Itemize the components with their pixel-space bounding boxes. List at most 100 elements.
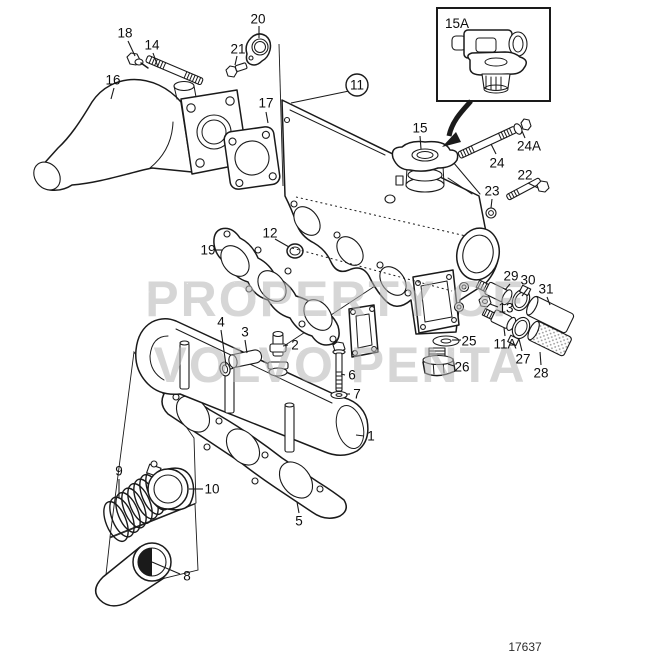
part-28-hose [527, 320, 572, 357]
watermark: PROPERTY OF VOLVO PENTA [145, 271, 527, 393]
callout-leader-29 [504, 283, 511, 291]
callout-leader-11A [503, 327, 506, 337]
callout-label-6: 6 [348, 368, 356, 383]
part-2-fitting [267, 330, 289, 377]
callout-leader-17 [265, 111, 269, 124]
callout-label-30: 30 [520, 273, 535, 288]
callout-label-23: 23 [484, 184, 499, 199]
callout-leader-24 [490, 143, 497, 155]
callout-leader-8 [151, 561, 181, 575]
part-11-exhaust-manifold-body [281, 99, 500, 335]
callout-leader-6 [340, 373, 346, 376]
part-26-plug [422, 347, 456, 377]
part-25-washer [432, 335, 460, 347]
part-29-nipple [475, 279, 513, 306]
callout-leader-1 [355, 434, 365, 437]
callout-leader-26 [447, 363, 455, 367]
callout-leader-21 [234, 55, 238, 66]
callout-label-31: 31 [538, 282, 553, 297]
callout-label-1: 1 [367, 429, 375, 444]
callout-label-27: 27 [515, 352, 530, 367]
part-27-hose-clamp [507, 316, 531, 347]
callout-label-11A: 11A [493, 337, 516, 352]
inset-label: 15A [445, 16, 469, 31]
part-4-ring [219, 361, 231, 377]
callout-leader-23 [490, 198, 493, 209]
part-10-hose [147, 467, 195, 511]
callout-leader-11 [290, 90, 350, 104]
callout-label-8: 8 [183, 569, 191, 584]
part-13-nut [478, 295, 492, 308]
callout-label-25: 25 [461, 334, 476, 349]
callout-label-9: 9 [115, 464, 123, 479]
part-31-hose [526, 295, 575, 334]
part-15-filler-neck [391, 140, 459, 193]
callout-leader-3 [244, 339, 248, 354]
figure-number: 17637 [508, 640, 542, 654]
part-24-stud [457, 126, 517, 159]
part-24A-nut-washer [513, 118, 532, 135]
inset-arrow [446, 99, 473, 137]
callout-leader-13 [489, 303, 499, 308]
callout-label-14: 14 [144, 38, 160, 53]
callout-label-4: 4 [217, 315, 225, 330]
inset-arrowhead [442, 132, 461, 147]
part-18-bolt [126, 52, 149, 69]
callout-label-24A: 24A [517, 139, 541, 154]
callout-label-24: 24 [489, 156, 505, 171]
callout-leader-4 [220, 329, 227, 366]
callout-leader-22 [527, 182, 539, 189]
watermark-line1: PROPERTY OF [145, 271, 524, 327]
part-8-tube [94, 542, 172, 607]
callout-label-10: 10 [204, 482, 219, 497]
callout-leader-18 [127, 40, 136, 57]
callout-label-20: 20 [250, 12, 265, 27]
alignment-dotted-line [295, 196, 467, 237]
callout-leader-28 [539, 351, 542, 366]
callout-leader-5 [296, 501, 300, 514]
callout-leader-12 [274, 238, 290, 248]
callout-leader-24A [521, 130, 526, 139]
part-12-seal-ring [286, 243, 304, 259]
callout-label-13: 13 [498, 301, 513, 316]
riser-flange [412, 269, 460, 334]
callout-leader-2 [282, 344, 289, 347]
callout-label-5: 5 [295, 514, 303, 529]
callout-label-17: 17 [258, 96, 273, 111]
callout-label-22: 22 [517, 168, 532, 183]
part-20-retainer-cover [245, 33, 272, 66]
callout-label-3: 3 [241, 325, 249, 340]
callout-label-16: 16 [105, 73, 120, 88]
part-21-bolt [225, 62, 248, 78]
callout-circle-11 [345, 73, 369, 97]
callout-leader-14 [152, 52, 159, 68]
callout-label-28: 28 [533, 366, 548, 381]
inset-box-15A [436, 7, 551, 147]
part-15A-pressure-cap [451, 29, 528, 94]
watermark-line2: VOLVO PENTA [154, 337, 527, 393]
callout-label-15: 15 [412, 121, 427, 136]
part-1-lower-manifold [135, 318, 369, 456]
callout-label-12: 12 [262, 226, 277, 241]
callout-layer: 18141620211711152424A2223121943267125262… [105, 12, 553, 584]
part-19-exhaust-gasket [213, 227, 340, 346]
callout-leader-31 [546, 296, 551, 306]
callout-label-26: 26 [454, 360, 469, 375]
part-3-pipe [228, 349, 263, 369]
riser-gasket [348, 304, 379, 358]
callout-leader-30 [521, 287, 529, 297]
callout-label-18: 18 [117, 26, 132, 41]
callout-leader-15 [419, 135, 422, 150]
part-14-stud [145, 55, 204, 86]
callout-label-11: 11 [350, 78, 364, 93]
manifold-studs [179, 340, 295, 453]
part-11A-nipple [481, 307, 517, 331]
callout-leader-16 [110, 87, 115, 100]
callout-label-21: 21 [230, 42, 245, 57]
callout-label-19: 19 [200, 243, 215, 258]
part-17-gasket [223, 126, 281, 190]
part-23-washer [485, 207, 497, 219]
callout-leader-27 [518, 338, 523, 352]
